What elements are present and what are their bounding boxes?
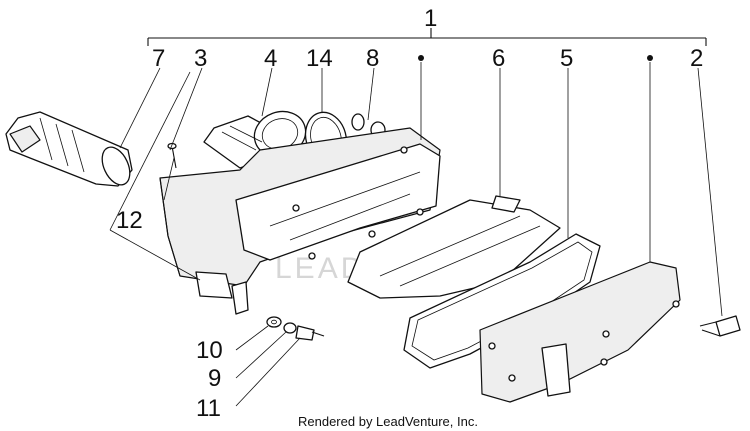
callout-5[interactable]: 5 bbox=[560, 45, 573, 72]
airbox-cover[interactable] bbox=[479, 261, 681, 403]
cover-screw[interactable] bbox=[699, 315, 741, 337]
callout-1[interactable]: 1 bbox=[424, 5, 437, 32]
washer-9[interactable] bbox=[283, 322, 297, 334]
callout-9[interactable]: 9 bbox=[208, 365, 221, 392]
screw-12[interactable] bbox=[167, 142, 177, 169]
callout-6[interactable]: 6 bbox=[492, 45, 505, 72]
leader-lines bbox=[109, 62, 723, 407]
callout-11[interactable]: 11 bbox=[196, 395, 221, 422]
callout-3[interactable]: 3 bbox=[194, 45, 207, 72]
washer-10[interactable] bbox=[266, 316, 282, 328]
callout-4[interactable]: 4 bbox=[264, 45, 277, 72]
intake-duct[interactable] bbox=[5, 111, 135, 189]
callout-7[interactable]: 7 bbox=[152, 45, 165, 72]
footer-credit: Rendered by LeadVenture, Inc. bbox=[298, 414, 478, 429]
bolt-11[interactable] bbox=[295, 325, 325, 341]
reference-dot bbox=[418, 55, 424, 61]
airbox-housing[interactable] bbox=[159, 127, 441, 315]
callout-8[interactable]: 8 bbox=[366, 45, 379, 72]
reference-dot bbox=[647, 55, 653, 61]
assembly-bracket bbox=[147, 28, 707, 46]
callout-12[interactable]: 12 bbox=[116, 207, 143, 234]
callout-10[interactable]: 10 bbox=[196, 337, 223, 364]
callout-14[interactable]: 14 bbox=[306, 45, 333, 72]
callout-2[interactable]: 2 bbox=[690, 45, 703, 72]
